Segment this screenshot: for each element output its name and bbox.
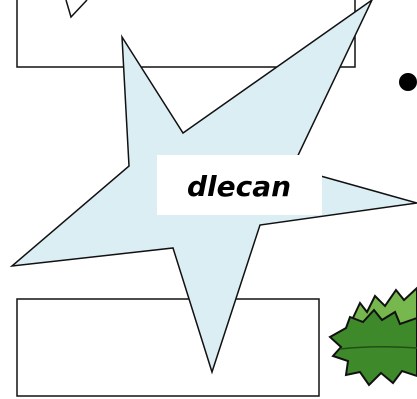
bullet-dot — [399, 73, 417, 91]
holly-leaf-vein — [339, 345, 417, 350]
star-label-text: dlecan — [187, 170, 291, 203]
star-label-box — [157, 155, 322, 215]
holly-leaves-image — [328, 286, 417, 387]
bottom-box — [16, 298, 320, 397]
top-box-line-fragment — [65, 0, 88, 19]
